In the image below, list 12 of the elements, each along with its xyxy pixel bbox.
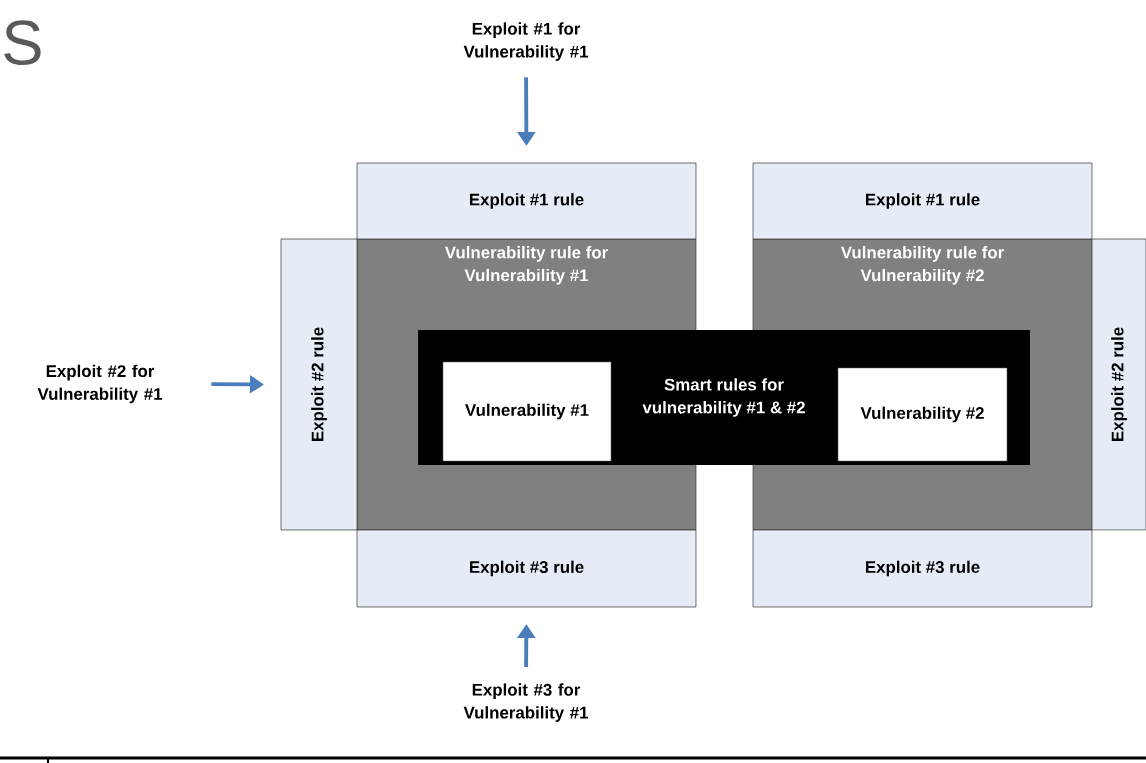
exploit-label: Exploit #1 for Vulnerability #1 [463,22,588,61]
rule-panel: Exploit #1 rule [356,162,697,240]
rule-panel: Exploit #1 rule [752,162,1093,240]
rule-panel: Exploit #2 rule [1091,238,1146,531]
vulnerability-box: Vulnerability #2 [837,367,1008,462]
rule-panel: Exploit #3 rule [356,529,697,608]
rule-panel: Exploit #2 rule [280,238,358,531]
title-fragment: S [4,20,41,66]
vulnerability-box: Vulnerability #1 [442,361,612,462]
rule-panel: Exploit #3 rule [752,529,1093,608]
exploit-label: Exploit #2 for Vulnerability #1 [37,364,162,404]
exploit-label: Exploit #3 for Vulnerability #1 [463,683,588,722]
